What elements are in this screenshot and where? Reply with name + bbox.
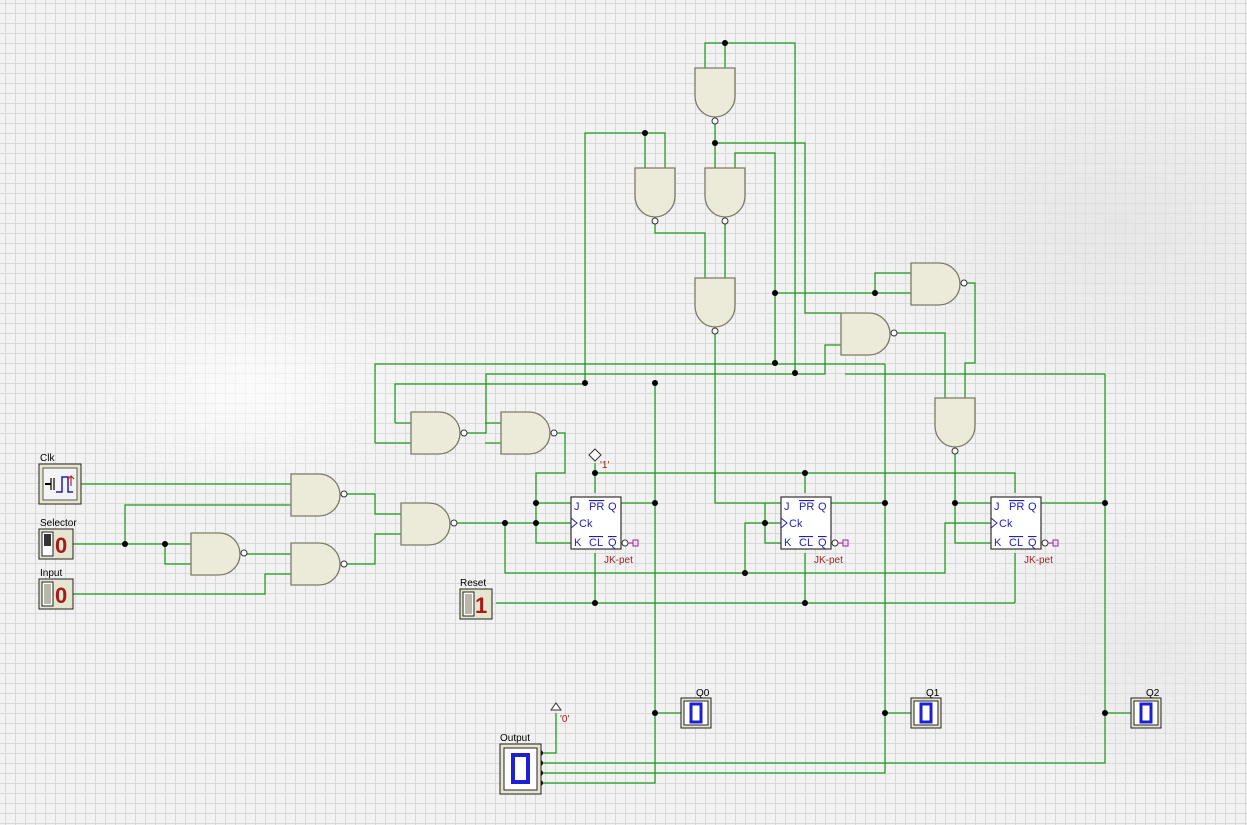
- constant-zero-label: '0': [560, 714, 569, 725]
- ff-pin-qbar: Q: [1028, 537, 1037, 549]
- clock-source[interactable]: Clk: [38, 453, 82, 505]
- reset-value: 1: [475, 593, 487, 618]
- clock-waveform-icon: [56, 476, 73, 493]
- ff-pin-ck: Ck: [579, 518, 593, 530]
- jk-flipflop-0[interactable]: J PR Q Ck K CL Q JK-pet: [570, 496, 639, 566]
- q0-digit-zero: [689, 702, 703, 724]
- nand-gate-top[interactable]: [694, 67, 736, 125]
- nand-gate-right-b[interactable]: [840, 312, 898, 356]
- ff-pin-qbar: Q: [818, 537, 827, 549]
- input-value: 0: [55, 583, 67, 608]
- clock-up-arrow-icon: [67, 475, 75, 486]
- q1-label: Q1: [926, 688, 940, 699]
- nand-gate-clock-mux[interactable]: [400, 502, 458, 546]
- nand-gate-feedback-b[interactable]: [500, 411, 558, 455]
- q2-label: Q2: [1146, 688, 1160, 699]
- ff-pin-j: J: [784, 501, 790, 513]
- ff-pin-cl: CL: [799, 537, 813, 549]
- ff-type-label: JK-pet: [814, 555, 843, 566]
- reset-switch[interactable]: Reset 1: [459, 578, 493, 620]
- nand-gate-selector[interactable]: [190, 532, 248, 576]
- q2-display: Q2: [1130, 688, 1162, 729]
- ff-pin-ck: Ck: [999, 518, 1013, 530]
- constant-one-source[interactable]: '1': [588, 448, 609, 471]
- output-display: Output: [499, 733, 542, 795]
- nand-gate-right-a[interactable]: [910, 262, 968, 306]
- reset-label: Reset: [460, 578, 486, 589]
- q1-display: Q1: [910, 688, 942, 729]
- ff-pin-pr: PR: [799, 501, 814, 513]
- ff-pin-j: J: [574, 501, 580, 513]
- ff-pin-q: Q: [1028, 501, 1037, 513]
- ff-pin-cl: CL: [1009, 537, 1023, 549]
- q0-label: Q0: [696, 688, 710, 699]
- ff-pin-pr: PR: [1009, 501, 1024, 513]
- input-label: Input: [40, 568, 62, 579]
- ff-pin-j: J: [994, 501, 1000, 513]
- ff-type-label: JK-pet: [1024, 555, 1053, 566]
- ff-pin-k: K: [574, 537, 582, 549]
- selector-switch[interactable]: Selector 0: [38, 518, 77, 560]
- wires: [73, 42, 1131, 784]
- selector-value: 0: [55, 533, 67, 558]
- ff-pin-qbar: Q: [608, 537, 617, 549]
- output-label: Output: [500, 733, 530, 744]
- ff-pin-k: K: [994, 537, 1002, 549]
- clock-label: Clk: [40, 453, 55, 464]
- nand-gate-upper-left[interactable]: [634, 167, 676, 225]
- ff-pin-q: Q: [818, 501, 827, 513]
- ff-pin-q: Q: [608, 501, 617, 513]
- ff-pin-pr: PR: [589, 501, 604, 513]
- nand-gate-upper-right[interactable]: [704, 167, 746, 225]
- constant-zero-source[interactable]: '0': [550, 702, 569, 725]
- selector-label: Selector: [40, 518, 77, 529]
- ff-pin-cl: CL: [589, 537, 603, 549]
- ff-pin-ck: Ck: [789, 518, 803, 530]
- ff-pin-k: K: [784, 537, 792, 549]
- nand-gate-middle[interactable]: [694, 277, 736, 335]
- jk-flipflop-2[interactable]: J PR Q Ck K CL Q JK-pet: [990, 496, 1059, 566]
- output-digit-zero: [511, 753, 530, 784]
- q0-display: Q0: [680, 688, 712, 729]
- nand-gate-feedback-a[interactable]: [410, 411, 468, 455]
- q2-digit-zero: [1139, 702, 1153, 724]
- jk-flipflop-1[interactable]: J PR Q Ck K CL Q JK-pet: [780, 496, 849, 566]
- input-switch[interactable]: Input 0: [38, 568, 74, 610]
- ff-type-label: JK-pet: [604, 555, 633, 566]
- q1-digit-zero: [919, 702, 933, 724]
- nand-gate-q2-input[interactable]: [934, 397, 976, 455]
- constant-one-label: '1': [600, 460, 609, 471]
- nand-gate-input[interactable]: [290, 542, 348, 586]
- nand-gate-clk[interactable]: [290, 473, 348, 517]
